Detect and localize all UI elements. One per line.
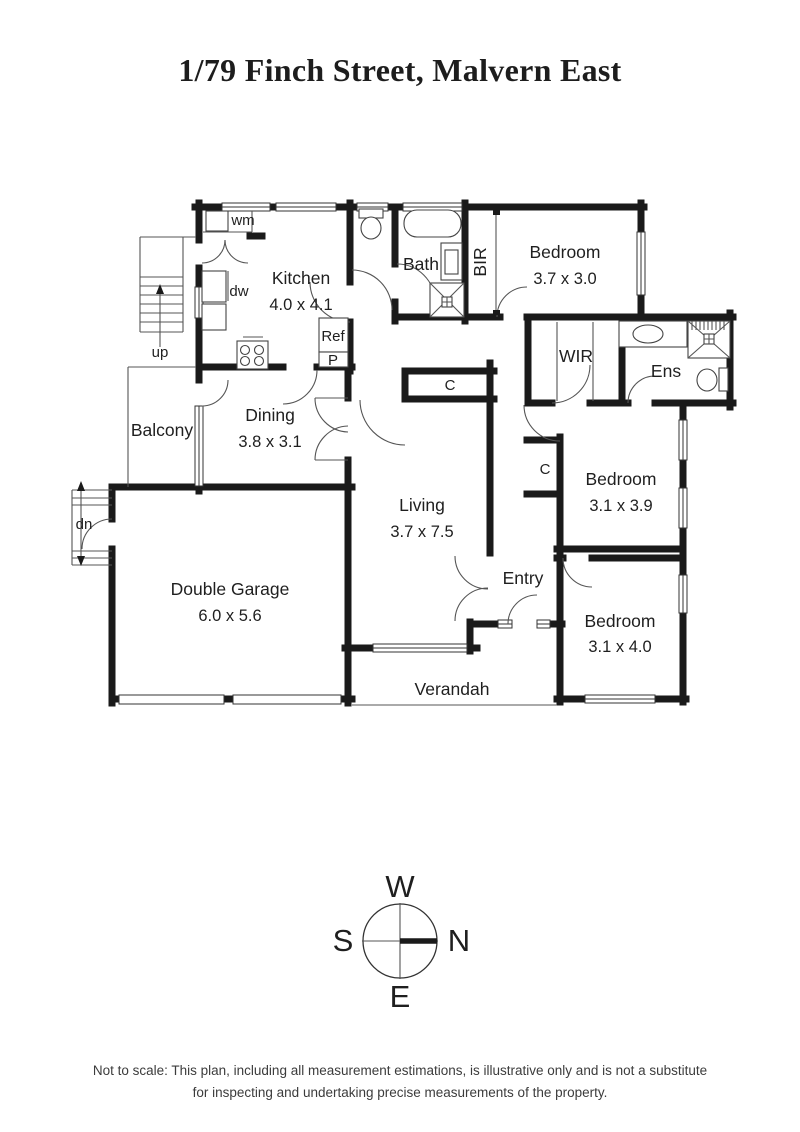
dishwasher-icon: [201, 270, 229, 331]
wardrobe-rails: [556, 322, 594, 401]
label-fridge: Ref: [321, 328, 345, 345]
label-cupboard-hall: C: [540, 461, 551, 478]
washing-machine-icon: [203, 210, 253, 233]
balcony-outline: [127, 366, 196, 487]
label-balcony: Balcony: [131, 420, 194, 440]
label-bath: Bath: [403, 254, 439, 274]
doors: [81, 239, 656, 625]
label-stairs-down: dn: [76, 516, 93, 533]
compass-north: N: [448, 923, 470, 958]
label-verandah: Verandah: [415, 679, 490, 699]
dims-kitchen: 4.0 x 4.1: [269, 296, 332, 314]
ensuite-vanity-icon: [618, 320, 688, 348]
fixtures: [201, 208, 731, 401]
compass: W N E S: [333, 869, 471, 1014]
label-bir: BIR: [470, 247, 490, 276]
dims-bedroom2: 3.1 x 3.9: [589, 497, 652, 515]
page-title: 1/79 Finch Street, Malvern East: [178, 52, 622, 88]
label-bedroom3: Bedroom: [584, 611, 655, 631]
disclaimer-line-2: for inspecting and undertaking precise m…: [192, 1084, 608, 1100]
dims-garage: 6.0 x 5.6: [198, 607, 261, 625]
disclaimer: Not to scale: This plan, including all m…: [0, 1060, 800, 1103]
label-entry: Entry: [503, 568, 544, 588]
stairs-down: [71, 481, 112, 566]
dims-bedroom3: 3.1 x 4.0: [588, 638, 651, 656]
label-stairs-up: up: [152, 344, 169, 361]
compass-south: S: [333, 923, 354, 958]
label-ensuite: Ens: [651, 361, 681, 381]
label-wir: WIR: [559, 346, 593, 366]
label-bedroom2: Bedroom: [585, 469, 656, 489]
label-garage: Double Garage: [171, 579, 290, 599]
pantry-icon: [318, 351, 349, 368]
shower-icon: [429, 282, 465, 318]
label-washing-machine: wm: [230, 212, 254, 229]
ensuite-shower-icon: [687, 320, 731, 359]
vanity-icon: [440, 242, 463, 281]
stairs-up: [139, 236, 196, 347]
room-labels: wm dw up dn Ref P C C Kitchen 4.0 x 4.1 …: [76, 212, 682, 699]
compass-east: E: [390, 979, 411, 1014]
disclaimer-line-1: Not to scale: This plan, including all m…: [92, 1063, 708, 1078]
label-kitchen: Kitchen: [272, 268, 330, 288]
compass-west: W: [385, 869, 415, 904]
ensuite-toilet-icon: [696, 367, 729, 392]
label-dishwasher: dw: [229, 283, 248, 300]
label-cupboard-living: C: [445, 377, 456, 394]
label-dining: Dining: [245, 405, 295, 425]
bathtub-icon: [403, 209, 462, 238]
label-living: Living: [399, 495, 445, 515]
bir-rail: [493, 210, 500, 315]
dims-living: 3.7 x 7.5: [390, 523, 453, 541]
label-pantry: P: [328, 352, 338, 369]
label-bedroom1: Bedroom: [529, 242, 600, 262]
dims-bedroom1: 3.7 x 3.0: [533, 270, 596, 288]
stove-icon: [236, 336, 269, 370]
toilet-icon: [358, 208, 384, 240]
dims-dining: 3.8 x 3.1: [238, 433, 301, 451]
garage-doors: [118, 694, 342, 705]
